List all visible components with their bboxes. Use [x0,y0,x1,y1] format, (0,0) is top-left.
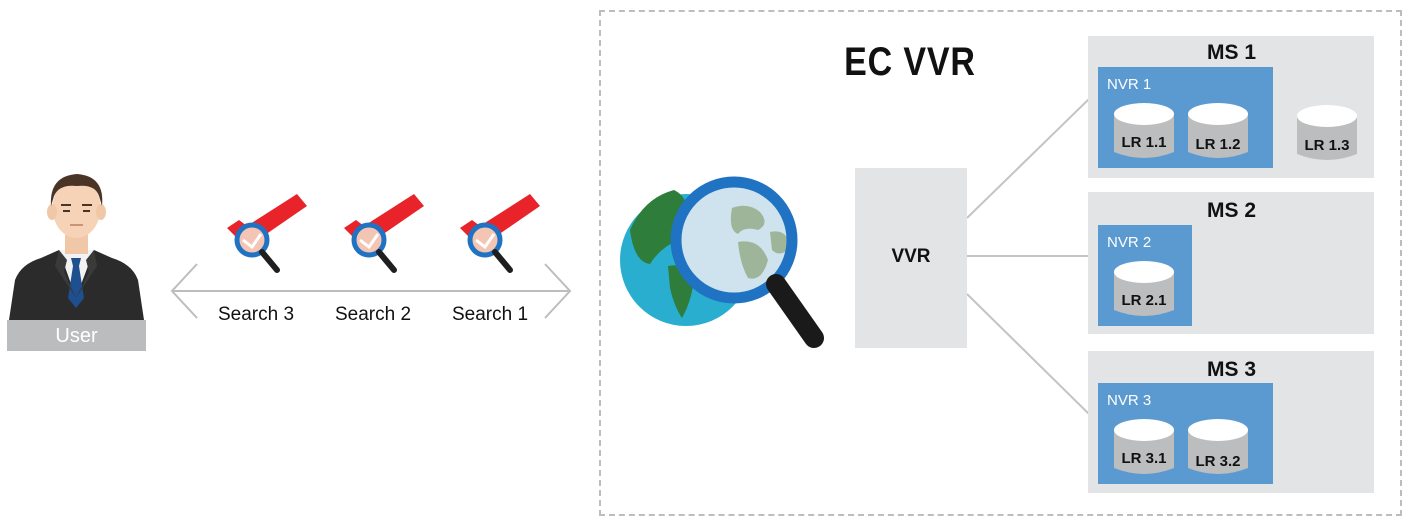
vvr-box [855,168,967,348]
link-vvr-ms3 [966,293,1091,416]
nvr2-label: NVR 2 [1107,234,1152,251]
user-label-bar [7,320,146,351]
lr-1-1-label: LR 1.1 [1121,134,1167,151]
arrow-head-left [170,263,198,319]
ec-vvr-container [599,10,1402,516]
user-label: User [55,325,98,347]
nvr1-label: NVR 1 [1107,76,1152,93]
lr-1-3-cylinder-icon [1297,105,1357,160]
ms3-label: MS 3 [1207,358,1257,381]
lr-3-2-label: LR 3.2 [1195,453,1241,470]
lr-3-1-label: LR 3.1 [1121,450,1167,467]
search-3-icon [227,194,307,273]
search-2-label: Search 2 [334,304,412,325]
search-1-icon [460,194,540,273]
ec-vvr-title: EC VVR [844,40,976,84]
link-vvr-ms1 [966,97,1091,219]
lr-1-2-cylinder-icon [1188,103,1248,158]
lr-3-2-cylinder-icon [1188,419,1248,474]
lr-1-2-label: LR 1.2 [1195,136,1241,153]
vvr-label: VVR [891,246,931,267]
lr-1-3-label: LR 1.3 [1304,137,1350,154]
lr-2-1-label: LR 2.1 [1121,292,1167,309]
search-1-label: Search 1 [451,304,529,325]
globe-magnifier-icon [620,176,824,348]
ms2-label: MS 2 [1207,199,1257,222]
user-avatar-icon [9,174,144,320]
nvr3-label: NVR 3 [1107,392,1152,409]
arrow-head-right [544,263,572,319]
ms1-label: MS 1 [1207,41,1257,64]
search-3-label: Search 3 [217,304,295,325]
lr-3-1-cylinder-icon [1114,419,1174,474]
search-2-icon [344,194,424,273]
lr-1-1-cylinder-icon [1114,103,1174,158]
lr-2-1-cylinder-icon [1114,261,1174,316]
